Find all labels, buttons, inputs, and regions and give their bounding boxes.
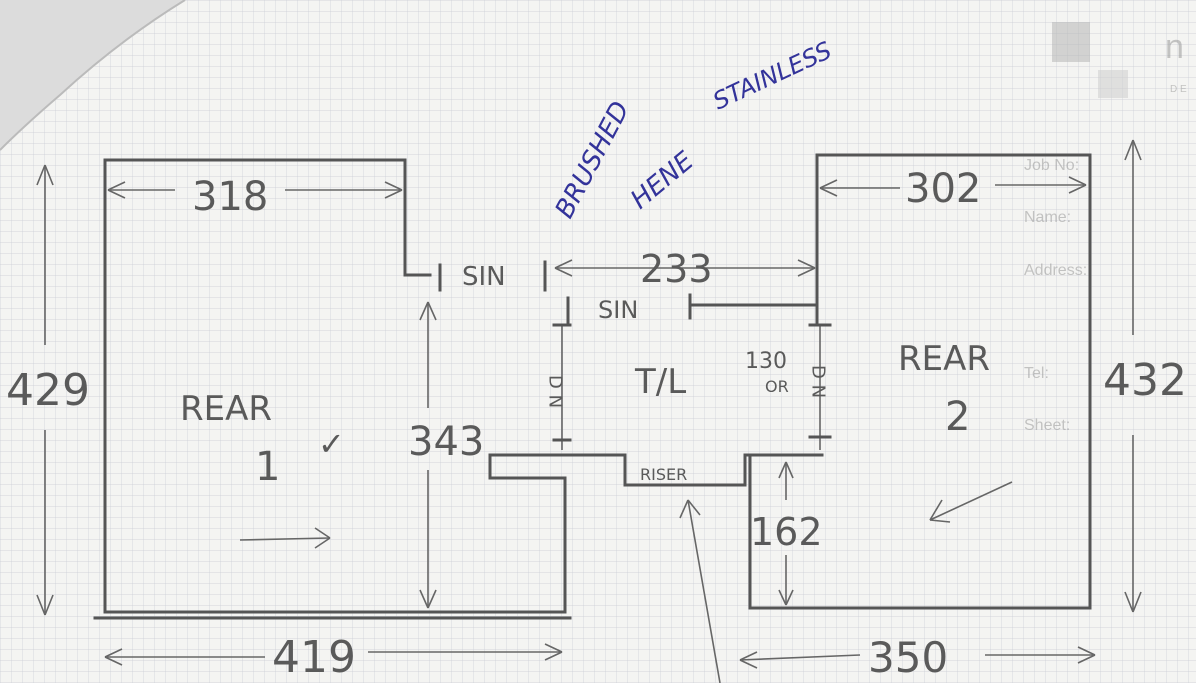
centre-label: T/L	[634, 362, 686, 402]
door-label-right: D N	[808, 365, 829, 398]
form-address: Address:	[1024, 262, 1087, 279]
form-sheet: Sheet:	[1024, 417, 1070, 434]
page-curl-shadow	[0, 0, 186, 151]
dimension-arrows	[36, 139, 1142, 683]
dim-162: 162	[750, 510, 823, 554]
centre-note-130: 130	[745, 349, 787, 374]
door-label-left: D N	[545, 375, 566, 408]
left-room-number: 1	[255, 444, 280, 490]
right-room-name: REAR	[898, 339, 990, 379]
page-curl-corner	[0, 0, 185, 150]
logo-subtext: D E	[1170, 84, 1187, 95]
form-tel: Tel:	[1024, 365, 1049, 382]
left-room-name: REAR	[180, 389, 272, 429]
logo-text: n	[1165, 28, 1184, 66]
dim-419: 419	[272, 632, 356, 683]
dim-302: 302	[905, 166, 981, 212]
dim-233: 233	[640, 247, 713, 291]
dim-318: 318	[192, 174, 268, 220]
riser-label: RISER	[640, 465, 687, 484]
label-sin-1: SIN	[462, 262, 506, 292]
left-room-check: ✓	[318, 425, 345, 463]
form-name: Name:	[1024, 209, 1071, 226]
centre-note-or: OR	[765, 377, 789, 396]
form-panel: n D E Job No: Name: Address: Tel: Sheet:	[1024, 22, 1187, 434]
dim-432: 432	[1103, 355, 1187, 406]
dim-343: 343	[408, 419, 484, 465]
dim-350: 350	[868, 633, 948, 682]
right-room-number: 2	[945, 394, 970, 440]
form-job-no: Job No:	[1024, 157, 1079, 174]
logo-block-2	[1098, 70, 1128, 98]
logo-block-1	[1052, 22, 1090, 62]
label-sin-2: SIN	[598, 296, 638, 324]
riser-box	[623, 453, 747, 487]
right-room-outline	[748, 153, 1092, 610]
dim-429: 429	[6, 365, 90, 416]
